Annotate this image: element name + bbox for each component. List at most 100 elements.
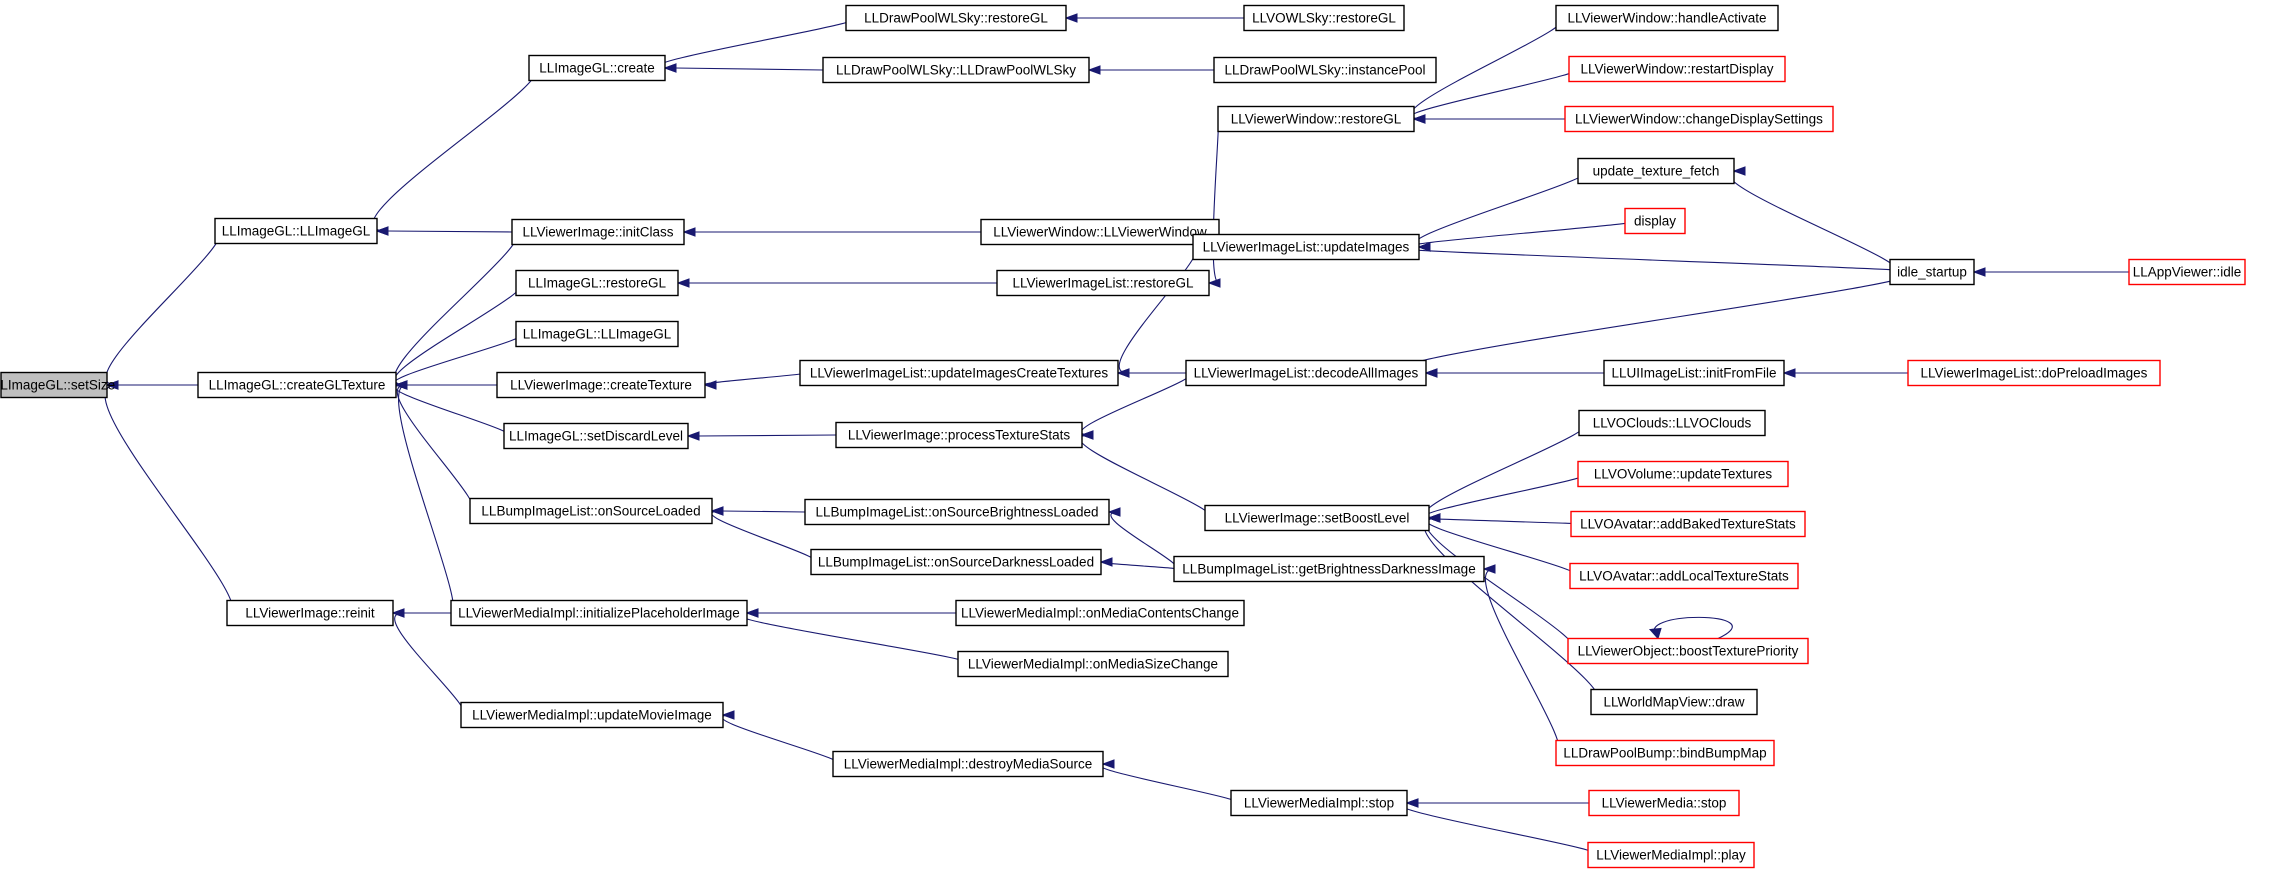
node-label: LLViewerMediaImpl::onMediaSizeChange	[968, 657, 1218, 672]
node-label: LLViewerMediaImpl::onMediaContentsChange	[961, 606, 1239, 621]
call-edge	[1405, 798, 1589, 808]
graph-node[interactable]: LLImageGL::setSize	[0, 371, 115, 399]
node-label: LLImageGL::createGLTexture	[209, 378, 386, 393]
graph-node[interactable]: LLViewerMediaImpl::onMediaSizeChange	[957, 650, 1229, 678]
node-box	[226, 599, 394, 627]
node-label: LLVOWLSky::restoreGL	[1252, 11, 1396, 26]
node-box	[1590, 688, 1758, 716]
node-box	[1564, 105, 1834, 133]
graph-node[interactable]: LLViewerMediaImpl::stop	[1230, 789, 1408, 817]
node-label: update_texture_fetch	[1593, 164, 1720, 179]
call-edge	[682, 227, 981, 237]
graph-node[interactable]: LLBumpImageList::onSourceDarknessLoaded	[810, 548, 1102, 576]
node-box	[957, 650, 1229, 678]
graph-node[interactable]: update_texture_fetch	[1577, 157, 1735, 185]
graph-node[interactable]: idle_startup	[1889, 258, 1975, 286]
node-box	[0, 371, 108, 399]
call-edge	[1424, 473, 1586, 523]
node-label: LLVOAvatar::addBakedTextureStats	[1580, 517, 1796, 532]
graph-node[interactable]: LLViewerMediaImpl::destroyMediaSource	[832, 750, 1104, 778]
graph-node[interactable]: LLImageGL::setDiscardLevel	[503, 422, 689, 450]
node-box	[1603, 359, 1785, 387]
graph-node[interactable]: LLViewerImage::createTexture	[496, 371, 706, 399]
graph-node[interactable]: LLViewerWindow::restartDisplay	[1568, 55, 1786, 83]
graph-node[interactable]: LLViewerImage::setBoostLevel	[1204, 504, 1430, 532]
node-label: LLVOClouds::LLVOClouds	[1593, 416, 1752, 431]
graph-node[interactable]: LLViewerMediaImpl::onMediaContentsChange	[955, 599, 1245, 627]
graph-node[interactable]: LLViewerImage::processTextureStats	[835, 421, 1083, 449]
graph-node[interactable]: LLWorldMapView::draw	[1590, 688, 1758, 716]
call-edge	[372, 67, 537, 236]
graph-node[interactable]: LLImageGL::create	[528, 54, 666, 82]
graph-node[interactable]: LLViewerImageList::decodeAllImages	[1185, 359, 1427, 387]
graph-node[interactable]: LLVOAvatar::addLocalTextureStats	[1569, 562, 1799, 590]
graph-node[interactable]: LLBumpImageList::onSourceBrightnessLoade…	[804, 498, 1110, 526]
call-edge	[1100, 759, 1238, 804]
node-label: LLViewerWindow::changeDisplaySettings	[1575, 112, 1823, 127]
node-label: LLViewerMediaImpl::play	[1596, 848, 1746, 863]
graph-node[interactable]: LLDrawPoolBump::bindBumpMap	[1555, 739, 1775, 767]
graph-node[interactable]: LLViewerImageList::updateImages	[1192, 233, 1420, 261]
call-edge	[737, 608, 969, 665]
graph-node[interactable]: LLViewerWindow::handleActivate	[1555, 4, 1779, 32]
node-label: LLViewerMediaImpl::updateMovieImage	[472, 708, 712, 723]
graph-node[interactable]: LLViewerWindow::changeDisplaySettings	[1564, 105, 1834, 133]
node-label: LLViewerMedia::stop	[1602, 796, 1727, 811]
graph-node[interactable]: LLViewerImageList::restoreGL	[996, 269, 1210, 297]
graph-node[interactable]: LLViewerMediaImpl::initializePlaceholder…	[450, 599, 748, 627]
node-box	[1889, 258, 1975, 286]
graph-node[interactable]: LLViewerWindow::LLViewerWindow	[980, 218, 1220, 246]
graph-node[interactable]: LLViewerObject::boostTexturePriority	[1567, 637, 1809, 665]
node-label: LLViewerWindow::restoreGL	[1231, 112, 1402, 127]
graph-node[interactable]: LLViewerImage::reinit	[226, 599, 394, 627]
graph-node[interactable]: LLBumpImageList::onSourceLoaded	[469, 497, 713, 525]
graph-node[interactable]: LLViewerImage::initClass	[511, 218, 685, 246]
graph-node[interactable]: LLDrawPoolWLSky::LLDrawPoolWLSky	[822, 56, 1090, 84]
node-box	[996, 269, 1210, 297]
graph-node[interactable]: LLImageGL::restoreGL	[515, 269, 679, 297]
node-box	[1567, 637, 1809, 665]
call-edge	[105, 380, 198, 390]
node-label: LLViewerImage::reinit	[245, 606, 375, 621]
graph-node[interactable]: LLViewerWindow::restoreGL	[1217, 105, 1415, 133]
graph-node[interactable]: LLViewerMediaImpl::updateMovieImage	[460, 701, 724, 729]
graph-node[interactable]: LLVOClouds::LLVOClouds	[1578, 409, 1766, 437]
call-edge	[1116, 368, 1186, 378]
graph-node[interactable]: LLVOVolume::updateTextures	[1577, 460, 1789, 488]
call-edge	[1482, 564, 1560, 754]
graph-node[interactable]: LLViewerImageList::doPreloadImages	[1907, 359, 2161, 387]
graph-node[interactable]: LLImageGL::createGLTexture	[197, 371, 397, 399]
call-edge	[1423, 513, 1599, 703]
call-edge	[105, 230, 221, 390]
nodes-layer: LLImageGL::setSizeLLImageGL::LLImageGLLL…	[0, 4, 2246, 869]
graph-node[interactable]: LLVOAvatar::addBakedTextureStats	[1570, 510, 1806, 538]
call-edge	[676, 278, 997, 288]
node-box	[1578, 409, 1766, 437]
node-label: LLUIImageList::initFromFile	[1611, 366, 1776, 381]
graph-node[interactable]: LLDrawPoolWLSky::instancePool	[1213, 56, 1437, 84]
graph-node[interactable]: LLViewerImageList::updateImagesCreateTex…	[799, 359, 1119, 387]
graph-node[interactable]: LLBumpImageList::getBrightnessDarknessIm…	[1173, 555, 1485, 583]
graph-node[interactable]: LLUIImageList::initFromFile	[1603, 359, 1785, 387]
node-label: LLDrawPoolBump::bindBumpMap	[1563, 746, 1766, 761]
node-label: LLVOAvatar::addLocalTextureStats	[1579, 569, 1789, 584]
graph-node[interactable]: LLImageGL::LLImageGL	[214, 217, 378, 245]
node-label: LLViewerMediaImpl::destroyMediaSource	[844, 757, 1093, 772]
node-box	[810, 548, 1102, 576]
call-edge	[1424, 368, 1604, 378]
graph-node[interactable]: LLViewerMediaImpl::play	[1587, 841, 1755, 869]
graph-node[interactable]: LLVOWLSky::restoreGL	[1243, 4, 1405, 32]
graph-node[interactable]: LLAppViewer::idle	[2128, 258, 2246, 286]
node-box	[835, 421, 1083, 449]
node-label: display	[1634, 214, 1676, 229]
node-box	[450, 599, 748, 627]
edges-layer	[104, 13, 2129, 856]
node-box	[845, 4, 1067, 32]
graph-node[interactable]: LLViewerMedia::stop	[1588, 789, 1740, 817]
graph-node[interactable]: LLDrawPoolWLSky::restoreGL	[845, 4, 1067, 32]
graph-node[interactable]: display	[1624, 207, 1686, 235]
node-label: LLBumpImageList::onSourceDarknessLoaded	[818, 555, 1094, 570]
call-edge	[1729, 166, 1898, 273]
graph-node[interactable]: LLImageGL::LLImageGL	[515, 320, 679, 348]
call-edge	[721, 710, 839, 765]
